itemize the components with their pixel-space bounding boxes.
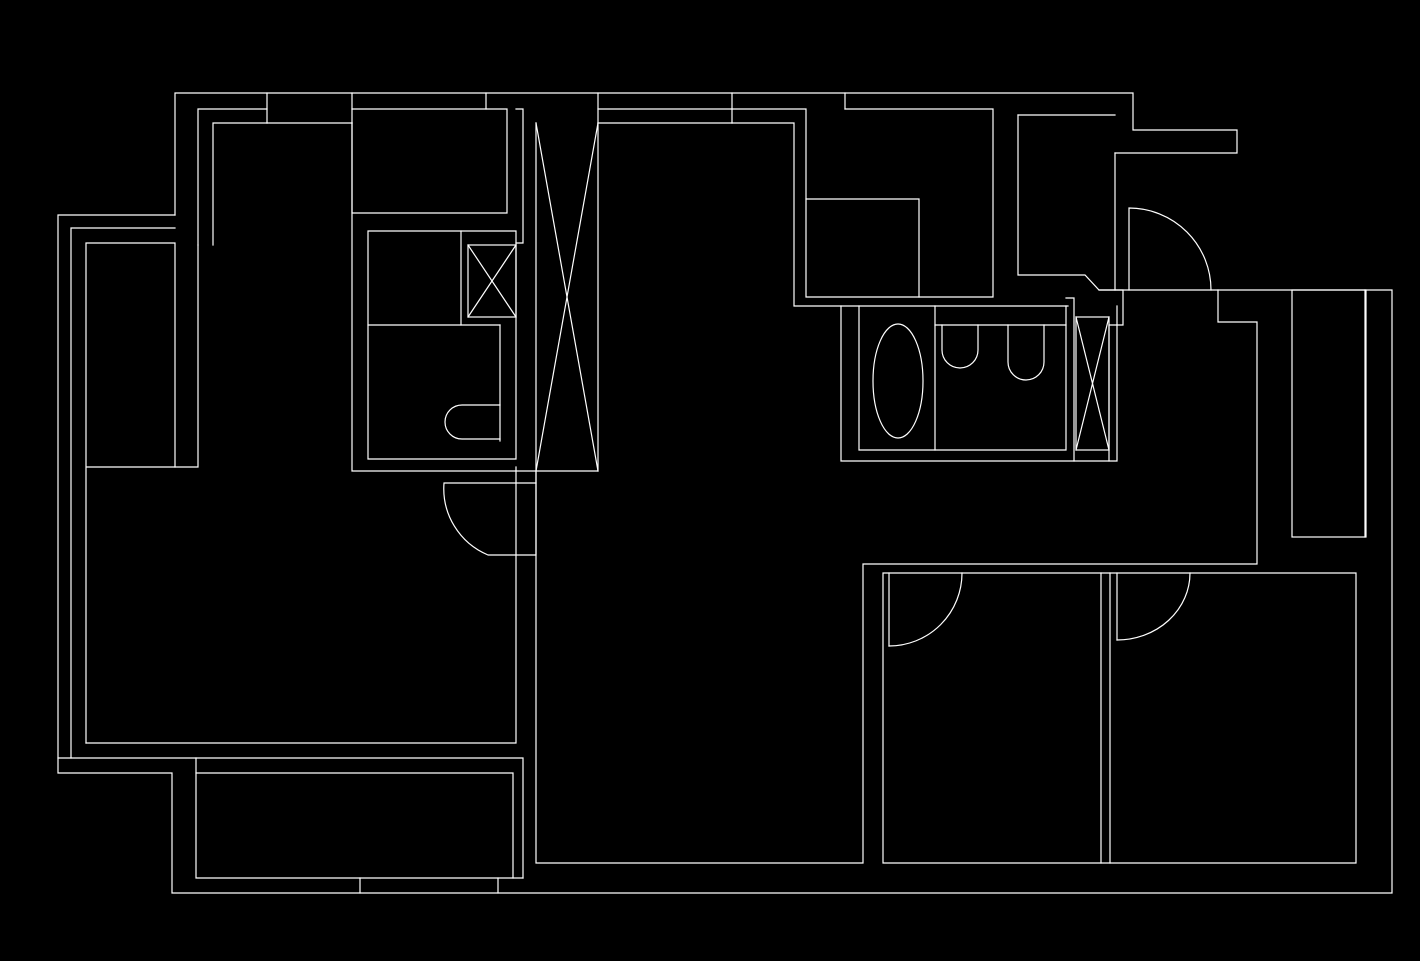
sink-icon <box>1007 324 1045 381</box>
cabinet-cross-icon <box>535 122 599 472</box>
inner-wall-top-left <box>197 108 268 246</box>
closet-wall <box>805 198 920 298</box>
shaft-cross-icon <box>1075 316 1110 451</box>
living-room-bottom <box>85 466 517 744</box>
bedrooms-outline <box>882 572 1357 864</box>
right-closet <box>1291 289 1367 538</box>
bathtub-icon <box>872 323 924 439</box>
walls-group <box>57 92 1393 894</box>
shaft-cross-icon <box>467 244 517 318</box>
entry-closet <box>1017 114 1116 291</box>
shaft-wall-right-inner <box>1108 324 1118 462</box>
wall-column <box>515 108 524 244</box>
bathroom-outer <box>351 122 599 472</box>
upper-right-room <box>731 108 994 298</box>
door-swing-icon <box>1128 207 1212 291</box>
right-bath-outer <box>840 305 1118 462</box>
shaft-cross-icon <box>467 244 517 318</box>
left-wing-wardrobe <box>85 242 176 744</box>
entry-jamb <box>1098 289 1124 326</box>
outer-wall-perimeter <box>57 152 1393 894</box>
left-wing-wall-outer <box>70 227 176 759</box>
inner-wall-left <box>212 122 268 246</box>
balcony-rail <box>195 772 514 879</box>
outer-wall-top <box>174 92 1238 216</box>
door-swing-icon <box>888 572 963 647</box>
balcony-inner <box>195 757 524 879</box>
door-swing-icon <box>443 482 517 556</box>
balcony-top <box>57 757 524 879</box>
door-frame <box>515 470 537 556</box>
door-swing-icon <box>1116 572 1191 641</box>
toilet-icon <box>444 404 501 440</box>
bathroom-inner <box>367 230 517 460</box>
main-hall-wall <box>535 122 1258 864</box>
left-wing-partition <box>174 244 199 468</box>
upper-room-walls <box>351 108 508 214</box>
corridor-wall-upper <box>731 122 1069 307</box>
fixtures-group <box>443 122 1212 647</box>
shaft-cross-icon <box>1075 316 1110 451</box>
right-bath-inner <box>858 305 1067 451</box>
sink-icon <box>941 324 979 369</box>
shaft-wall-right <box>1065 297 1075 462</box>
